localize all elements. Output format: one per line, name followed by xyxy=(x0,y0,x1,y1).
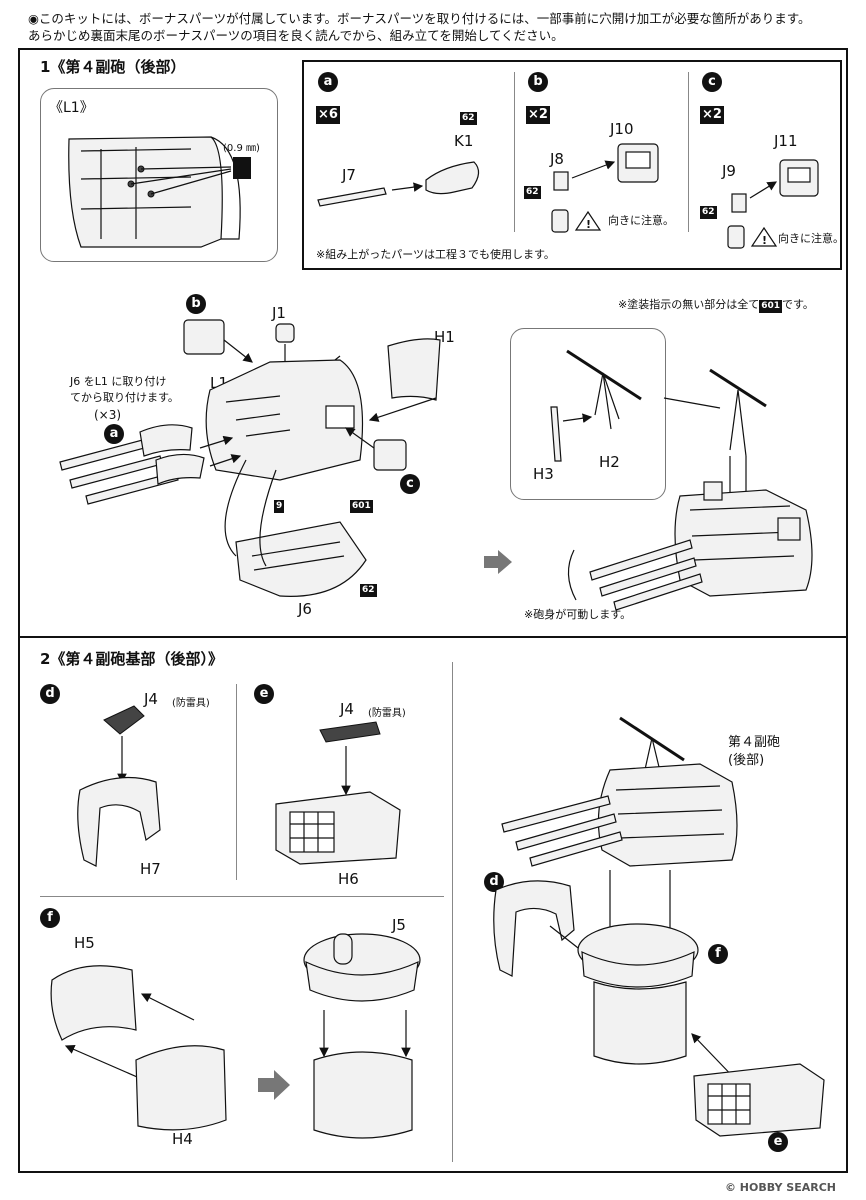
part-j11: J11 xyxy=(774,132,798,150)
badge-e: e xyxy=(254,684,274,704)
h2-h3-detail-box: H3 H2 xyxy=(510,328,666,500)
badge-f: f xyxy=(40,908,60,928)
paint-code-b: 62 xyxy=(524,186,541,199)
subassembly-note: ※組み上がったパーツは工程３でも使用します。 xyxy=(316,248,555,261)
part-j8: J8 xyxy=(550,150,564,168)
svg-text:!: ! xyxy=(586,218,591,231)
page-frame xyxy=(18,48,848,1173)
badge-c: c xyxy=(702,72,722,92)
mount-warning: J6 をL1 に取り付け てから取り付けます。 xyxy=(70,375,179,404)
l1-box-label: 《L1》 xyxy=(49,100,94,116)
count-x3: (×3) xyxy=(94,408,122,422)
part-j4-e: J4 xyxy=(340,700,354,718)
label-j1: J1 xyxy=(272,304,286,322)
drill-icon xyxy=(233,157,251,179)
assembly-h4-h5-drawing xyxy=(50,965,227,1131)
part-j9: J9 xyxy=(722,162,736,180)
top-note-line1: ◉このキットには、ボーナスパーツが付属しています。ボーナスパーツを取り付けるには… xyxy=(28,11,811,26)
top-note: ◉このキットには、ボーナスパーツが付属しています。ボーナスパーツを取り付けるには… xyxy=(28,10,811,44)
badge-d-final: d xyxy=(484,872,504,892)
badge-d: d xyxy=(40,684,60,704)
paint-code-c: 62 xyxy=(700,206,717,219)
watermark: © HOBBY SEARCH xyxy=(724,1181,836,1194)
label-h3: H3 xyxy=(533,465,554,483)
j4-d-note: (防雷具) xyxy=(172,698,210,709)
badge-e-final: e xyxy=(768,1132,788,1152)
part-k1: K1 xyxy=(454,132,474,150)
step1-title: 1《第４副砲（後部） xyxy=(40,58,186,76)
l1-detail-box: 《L1》 (0.9 ㎜) xyxy=(40,88,278,262)
part-j4-d: J4 xyxy=(144,690,158,708)
badge-a-main: a xyxy=(104,424,124,444)
paint-note-code: 601 xyxy=(759,300,783,313)
assembly-j5-drawing xyxy=(303,933,421,1139)
assembly-a-drawing xyxy=(317,161,480,207)
multiplier-a: ×6 xyxy=(316,106,340,124)
assembly-c-drawing: ! xyxy=(727,159,819,249)
label-j6: J6 xyxy=(298,600,312,618)
step1-completed-turret xyxy=(567,368,813,611)
multiplier-c: ×2 xyxy=(700,106,724,124)
assembly-d-drawing xyxy=(77,705,161,867)
assembly-e-drawing xyxy=(275,721,401,865)
step1-exploded-drawing xyxy=(59,319,441,597)
j4-e-note: (防雷具) xyxy=(368,708,406,719)
part-j5: J5 xyxy=(392,916,406,934)
part-j10: J10 xyxy=(610,120,634,138)
final-label: 第４副砲 (後部) xyxy=(728,735,781,768)
movable-note: ※砲身が可動します。 xyxy=(524,608,632,621)
drill-size-label: (0.9 ㎜) xyxy=(223,143,260,154)
part-j7: J7 xyxy=(342,166,356,184)
label-h2: H2 xyxy=(599,453,620,471)
next-step-arrow-f-icon xyxy=(258,1070,290,1100)
svg-text:!: ! xyxy=(762,234,767,247)
top-note-line2: あらかじめ裏面末尾のボーナスパーツの項目を良く読んでから、組み立てを開始してくだ… xyxy=(28,28,564,43)
badge-b: b xyxy=(528,72,548,92)
part-h4: H4 xyxy=(172,1130,193,1148)
badge-b-main: b xyxy=(186,294,206,314)
paint-62: 62 xyxy=(360,584,377,597)
assembly-b-drawing: ! xyxy=(551,143,659,233)
subassembly-box: a ×6 62 K1 J7 b ×2 J10 J8 62 向きに注意。 ! c … xyxy=(302,60,844,270)
part-h5: H5 xyxy=(74,934,95,952)
step2-title: 2《第４副砲基部（後部）》 xyxy=(40,650,223,668)
paint-code-a: 62 xyxy=(460,112,477,125)
part-h6: H6 xyxy=(338,870,359,888)
l1-deck-drawing xyxy=(68,136,241,248)
section-divider xyxy=(18,636,848,638)
h2-h3-drawing xyxy=(550,349,642,462)
caution-b: 向きに注意。 xyxy=(608,214,674,227)
badge-c-main: c xyxy=(400,474,420,494)
paint-601: 601 xyxy=(350,500,373,513)
next-step-arrow-icon xyxy=(484,550,512,574)
paint-9: 9 xyxy=(274,500,285,513)
caution-c: 向きに注意。 xyxy=(778,232,844,245)
step2-final-drawing xyxy=(493,716,825,1137)
part-h7: H7 xyxy=(140,860,161,878)
badge-f-final: f xyxy=(708,944,728,964)
multiplier-b: ×2 xyxy=(526,106,550,124)
badge-a: a xyxy=(318,72,338,92)
